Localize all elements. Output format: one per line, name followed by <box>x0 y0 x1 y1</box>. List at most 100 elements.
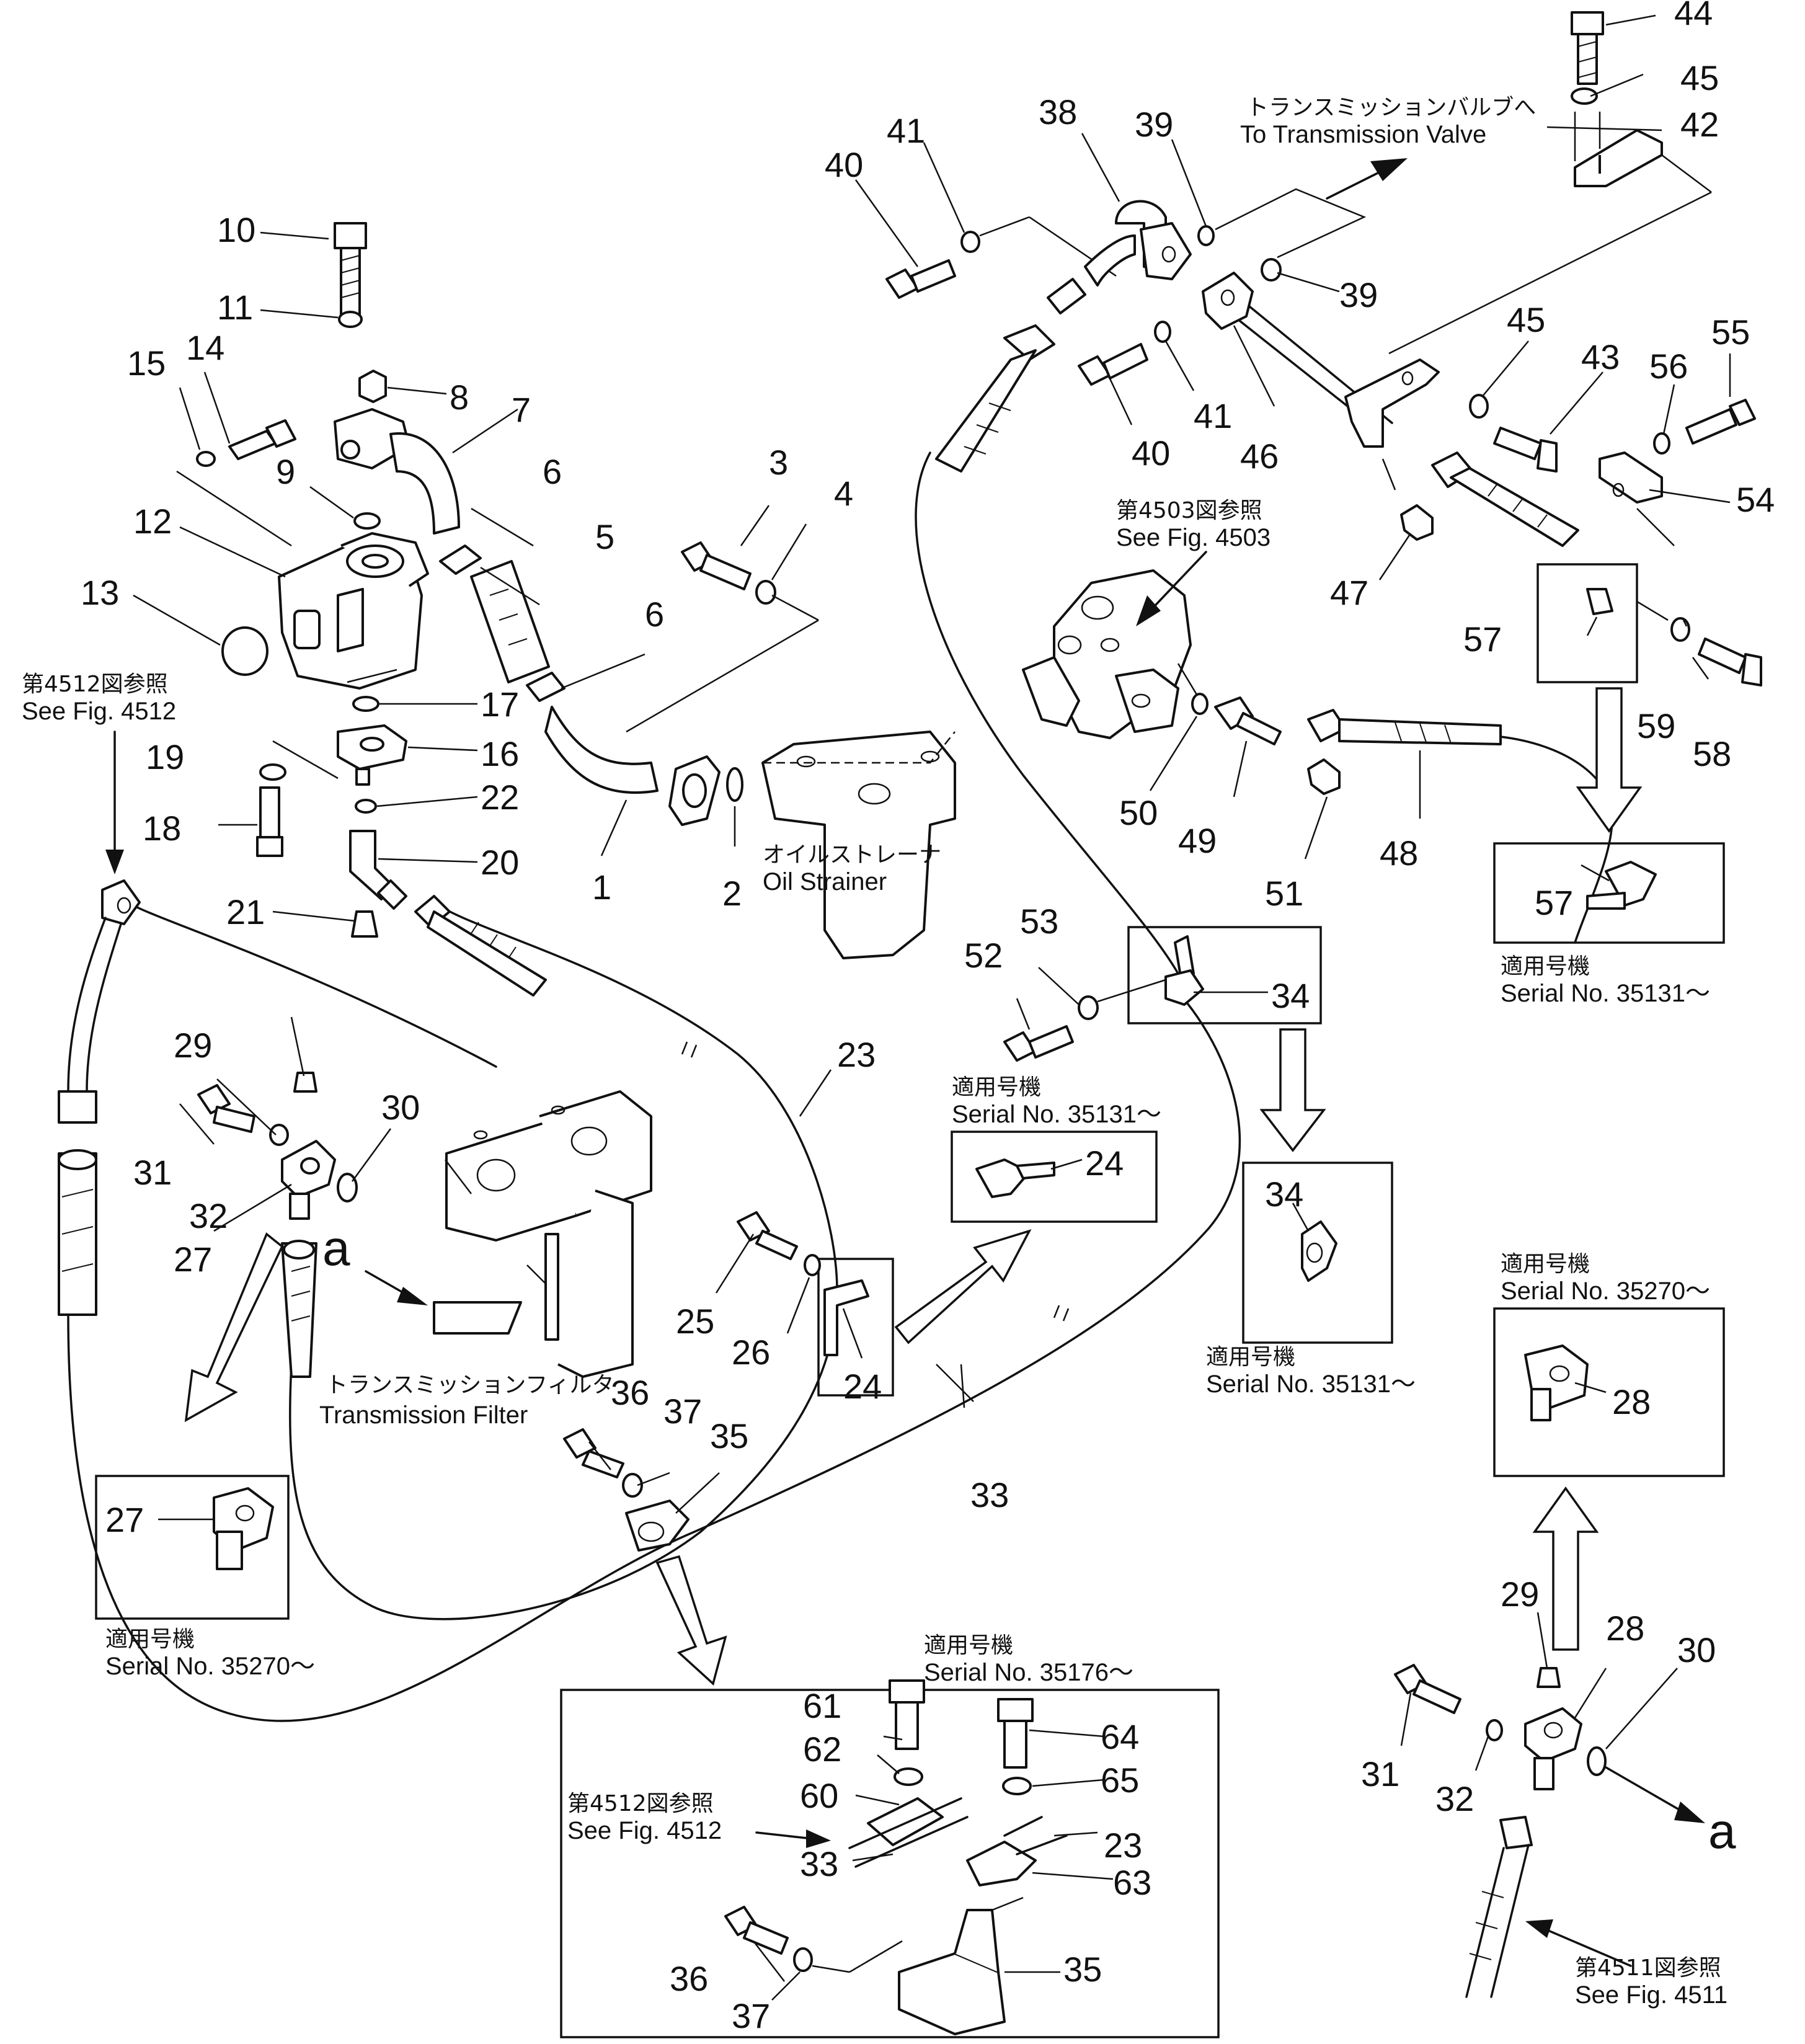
label-24a: 24 <box>843 1367 882 1406</box>
label-7: 7 <box>512 390 531 429</box>
serial-57: Serial No. 35131～ <box>1501 980 1710 1007</box>
serial-28: Serial No. 35270～ <box>1501 1278 1710 1305</box>
label-31a: 31 <box>133 1153 172 1192</box>
label-45a: 45 <box>1680 58 1719 97</box>
label-13: 13 <box>81 573 119 612</box>
transmission-filter <box>433 1090 652 1378</box>
label-39a: 39 <box>1135 105 1173 144</box>
detail-arrows <box>184 687 1643 1686</box>
note-fig4511-en: See Fig. 4511 <box>1575 1981 1727 2009</box>
label-23a: 23 <box>837 1035 876 1074</box>
hoses <box>67 303 1613 1722</box>
label-26: 26 <box>732 1333 770 1372</box>
note-trans-filter-en: Transmission Filter <box>319 1402 528 1429</box>
label-28a: 28 <box>1612 1382 1651 1421</box>
hose-48 <box>1431 399 1762 687</box>
label-48: 48 <box>1380 833 1418 873</box>
label-46: 46 <box>1240 437 1279 476</box>
label-60: 60 <box>800 1776 838 1815</box>
label-1: 1 <box>592 868 611 907</box>
label-20: 20 <box>481 843 519 882</box>
label-5: 5 <box>595 517 614 556</box>
note-fig4511-jp: 第4511図参照 <box>1575 1955 1721 1981</box>
label-24b: 24 <box>1085 1144 1124 1183</box>
label-16: 16 <box>481 734 519 773</box>
serial-jp-57: 適用号機 <box>1501 954 1590 979</box>
label-6a: 6 <box>543 452 562 491</box>
note-trans-filter-jp: トランスミッションフィルタ <box>326 1372 614 1398</box>
label-41a: 41 <box>887 111 925 150</box>
label-18: 18 <box>143 809 181 848</box>
leader-lines <box>133 14 1731 2001</box>
label-49: 49 <box>1178 821 1217 860</box>
label-62: 62 <box>803 1730 841 1769</box>
label-35b: 35 <box>1063 1950 1102 1989</box>
label-2: 2 <box>722 874 742 913</box>
label-32b: 32 <box>1435 1779 1474 1818</box>
label-22: 22 <box>481 778 519 817</box>
label-4: 4 <box>834 474 853 513</box>
label-a-left: a <box>322 1220 350 1276</box>
label-23b: 23 <box>1104 1826 1142 1865</box>
clamp-34 <box>1003 926 1322 1062</box>
label-25: 25 <box>676 1302 714 1341</box>
label-37b: 37 <box>732 1996 770 2035</box>
serial-jp-28: 適用号機 <box>1501 1251 1590 1277</box>
note-oil-strainer-en: Oil Strainer <box>763 868 887 895</box>
label-34b: 34 <box>1265 1175 1303 1214</box>
outlet-fitting <box>1394 1664 1607 1998</box>
note-oil-strainer-jp: オイルストレーナ <box>763 842 941 868</box>
label-36b: 36 <box>670 1959 708 1998</box>
serial-jp-24: 適用号機 <box>952 1075 1041 1100</box>
label-17: 17 <box>481 685 519 724</box>
clamp-24 <box>737 1211 894 1397</box>
label-56: 56 <box>1649 347 1688 386</box>
label-32a: 32 <box>189 1196 228 1235</box>
label-30a: 30 <box>381 1088 420 1127</box>
valve-body-4503 <box>1022 551 1502 795</box>
label-45b: 45 <box>1507 300 1545 339</box>
clamp-35 <box>563 1428 690 1552</box>
label-57a: 57 <box>1463 620 1502 659</box>
note-fig4512b-jp: 第4512図参照 <box>567 1791 714 1816</box>
label-50: 50 <box>1119 793 1158 832</box>
label-63: 63 <box>1113 1863 1151 1902</box>
label-9: 9 <box>276 452 295 491</box>
filter-inlet-fitting <box>197 1072 358 1378</box>
label-40a: 40 <box>825 145 863 184</box>
serial-jp-27: 適用号機 <box>105 1627 195 1652</box>
note-fig4503-jp: 第4503図参照 <box>1116 498 1262 523</box>
label-61: 61 <box>803 1686 841 1725</box>
label-21: 21 <box>226 892 265 931</box>
note-fig4512-en: See Fig. 4512 <box>22 698 176 725</box>
label-40b: 40 <box>1132 433 1170 473</box>
label-27a: 27 <box>174 1240 212 1279</box>
label-34a: 34 <box>1271 976 1310 1015</box>
label-27b: 27 <box>105 1500 144 1539</box>
note-fig4512-jp: 第4512図参照 <box>22 672 168 697</box>
label-64: 64 <box>1101 1717 1139 1756</box>
label-a-right: a <box>1708 1803 1736 1859</box>
label-65: 65 <box>1101 1761 1139 1800</box>
serial-27: Serial No. 35270～ <box>105 1653 315 1680</box>
label-44: 44 <box>1674 0 1713 32</box>
label-52: 52 <box>964 936 1003 975</box>
label-53: 53 <box>1020 902 1058 941</box>
label-55: 55 <box>1711 313 1750 352</box>
label-15: 15 <box>127 344 166 383</box>
label-35a: 35 <box>710 1416 748 1455</box>
strainer-piping <box>439 541 819 826</box>
label-12: 12 <box>133 502 172 541</box>
label-39b: 39 <box>1339 275 1378 314</box>
pump-assembly <box>176 222 547 997</box>
label-10: 10 <box>217 210 255 249</box>
label-47: 47 <box>1330 573 1368 612</box>
bracket-42 <box>1344 11 1712 541</box>
label-57b: 57 <box>1535 883 1573 922</box>
serial-35176: Serial No. 35176～ <box>924 1659 1133 1686</box>
label-29b: 29 <box>1501 1575 1539 1614</box>
label-41b: 41 <box>1194 396 1232 435</box>
note-trans-valve-jp: トランスミッションバルブへ <box>1246 95 1536 120</box>
label-11: 11 <box>217 288 253 327</box>
label-36a: 36 <box>611 1373 649 1412</box>
